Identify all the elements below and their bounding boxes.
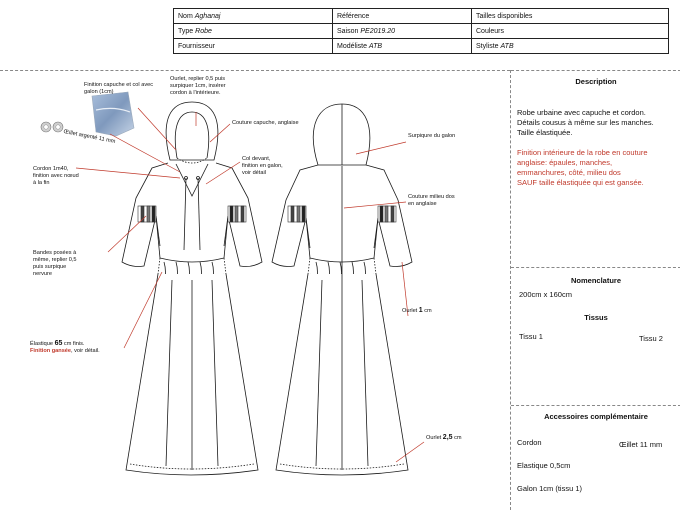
- annotation-ourlet-capuche: Ourlet, replier 0,5 puis surpiquer 1cm, …: [170, 76, 226, 97]
- annotation-text: Ourlet: [426, 435, 443, 441]
- annotation-ourlet-bas: Ourlet 2,5 cm: [426, 434, 462, 442]
- annotation-line: Ourlet, replier 0,5 puis: [170, 76, 226, 82]
- annotation-line: Bandes posées à: [33, 250, 77, 256]
- description-line: Détails cousus à même sur les manches.: [517, 118, 654, 127]
- description-title: Description: [575, 77, 617, 86]
- nomenclature-value: 200cm x 160cm: [519, 290, 572, 299]
- finition-line: SAUF taille élastiquée qui est gansée.: [517, 178, 644, 187]
- annotation-line: voir détail: [242, 170, 266, 176]
- annotation-line: à la fin: [33, 180, 50, 186]
- front-view-dress: [121, 101, 263, 476]
- header-row: Fournisseur Modéliste ATB Styliste ATB: [173, 38, 669, 54]
- finition-line: emmanchures, côté, milieu dos: [517, 168, 621, 177]
- annotation-number: 65: [54, 340, 63, 347]
- annotation-text: cm: [452, 435, 462, 441]
- annotation-text: , voir détail.: [71, 348, 100, 354]
- annotation-line: cordon à l'intérieure.: [170, 90, 221, 96]
- annotation-line: nervure: [33, 271, 52, 277]
- annotation-line: Cordon 1m40,: [33, 166, 69, 172]
- annotation-highlight: Finition gansée: [30, 348, 72, 354]
- annotation-line: finition en galon,: [242, 163, 283, 169]
- annotation-surpiqure-galon: Surpiqure du galon: [408, 133, 456, 139]
- accessoire-cordon: Cordon: [517, 438, 542, 447]
- spec-panel: Description Robe urbaine avec capuche et…: [510, 70, 680, 510]
- annotation-line: même, replier 0,5: [33, 257, 77, 263]
- annotation-couture-capuche: Couture capuche, anglaise: [232, 120, 299, 126]
- tissus-title: Tissus: [584, 313, 608, 322]
- accessoires-title: Accessoires complémentaire: [544, 412, 648, 421]
- description-line: Robe urbaine avec capuche et cordon.: [517, 108, 646, 117]
- back-view-dress: [271, 103, 413, 476]
- oeillet-icon: [40, 121, 64, 133]
- annotation-couture-milieu: Couture milieu dos en anglaise: [408, 194, 455, 208]
- annotation-number: 1: [418, 307, 423, 314]
- drawing-area-top-divider: [0, 70, 510, 71]
- annotation-line: en anglaise: [408, 201, 437, 207]
- accessoire-galon: Galon 1cm (tissu 1): [517, 484, 583, 493]
- nomenclature-divider: [511, 267, 680, 268]
- annotation-number: 2,5: [442, 434, 453, 441]
- accessoire-elastique: Elastique 0,5cm: [517, 461, 571, 470]
- annotation-elastique: Élastique 65 cm finis. Finition gansée, …: [30, 340, 100, 355]
- annotation-line: galon (1cm): [84, 89, 114, 95]
- tissu-1-label: Tissu 1: [519, 332, 543, 341]
- annotation-text: Ourlet: [402, 308, 419, 314]
- styliste-cell: Styliste ATB: [471, 38, 669, 54]
- annotation-ourlet-manche: Ourlet 1 cm: [402, 307, 432, 315]
- header-row: Nom Aghanaj Référence Tailles disponible…: [173, 8, 669, 24]
- accessoire-oeillet: Œillet 11 mm: [619, 440, 663, 449]
- annotation-col-devant: Col devant, finition en galon, voir déta…: [242, 156, 283, 177]
- finition-line: anglaise: épaules, manches,: [517, 158, 613, 167]
- header-table: Nom Aghanaj Référence Tailles disponible…: [173, 8, 669, 54]
- accessoires-divider: [511, 405, 680, 406]
- annotation-line: finition avec nœud: [33, 173, 79, 179]
- annotation-line: surpiquer 1cm, insérer: [170, 83, 226, 89]
- description-divider: [511, 70, 680, 71]
- technical-drawing: [40, 91, 425, 476]
- tissu-2-label: Tissu 2: [639, 334, 663, 343]
- annotation-line: Couture milieu dos: [408, 194, 455, 200]
- annotation-text: cm: [422, 308, 432, 314]
- description-line: Taille élastiquée.: [517, 128, 573, 137]
- annotation-text: Élastique: [30, 341, 55, 347]
- nomenclature-title: Nomenclature: [570, 276, 621, 285]
- annotation-line: Finition capuche et col avec: [84, 82, 154, 88]
- finition-line: Finition intérieure de la robe en coutur…: [517, 148, 648, 157]
- description-text: Robe urbaine avec capuche et cordon. Dét…: [517, 108, 654, 188]
- annotation-leaders: [75, 107, 425, 463]
- annotation-bandes: Bandes posées à même, replier 0,5 puis s…: [33, 250, 77, 278]
- annotation-cordon: Cordon 1m40, finition avec nœud à la fin: [33, 166, 79, 187]
- annotation-text: cm finis.: [62, 341, 85, 347]
- annotation-line: puis surpique: [33, 264, 67, 270]
- galon-swatch-image: [91, 91, 135, 137]
- annotation-line: Col devant,: [242, 156, 271, 162]
- annotation-finition-capuche: Finition capuche et col avec galon (1cm): [84, 82, 153, 96]
